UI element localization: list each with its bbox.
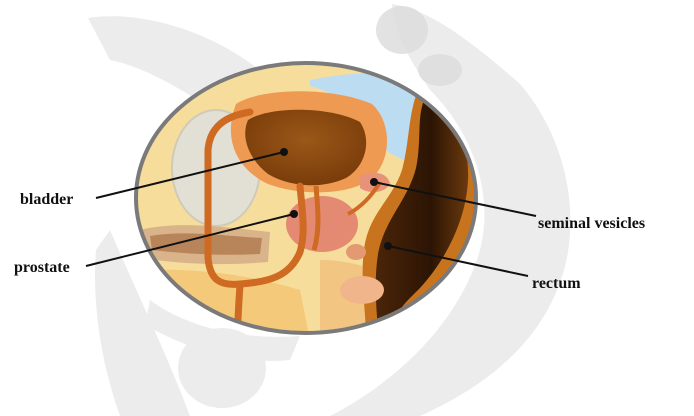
- label-seminal-vesicles: seminal vesicles: [538, 215, 645, 232]
- label-prostate: prostate: [14, 259, 70, 276]
- label-rectum: rectum: [532, 275, 581, 292]
- label-bladder: bladder: [20, 191, 73, 208]
- magnified-lens: [136, 63, 480, 348]
